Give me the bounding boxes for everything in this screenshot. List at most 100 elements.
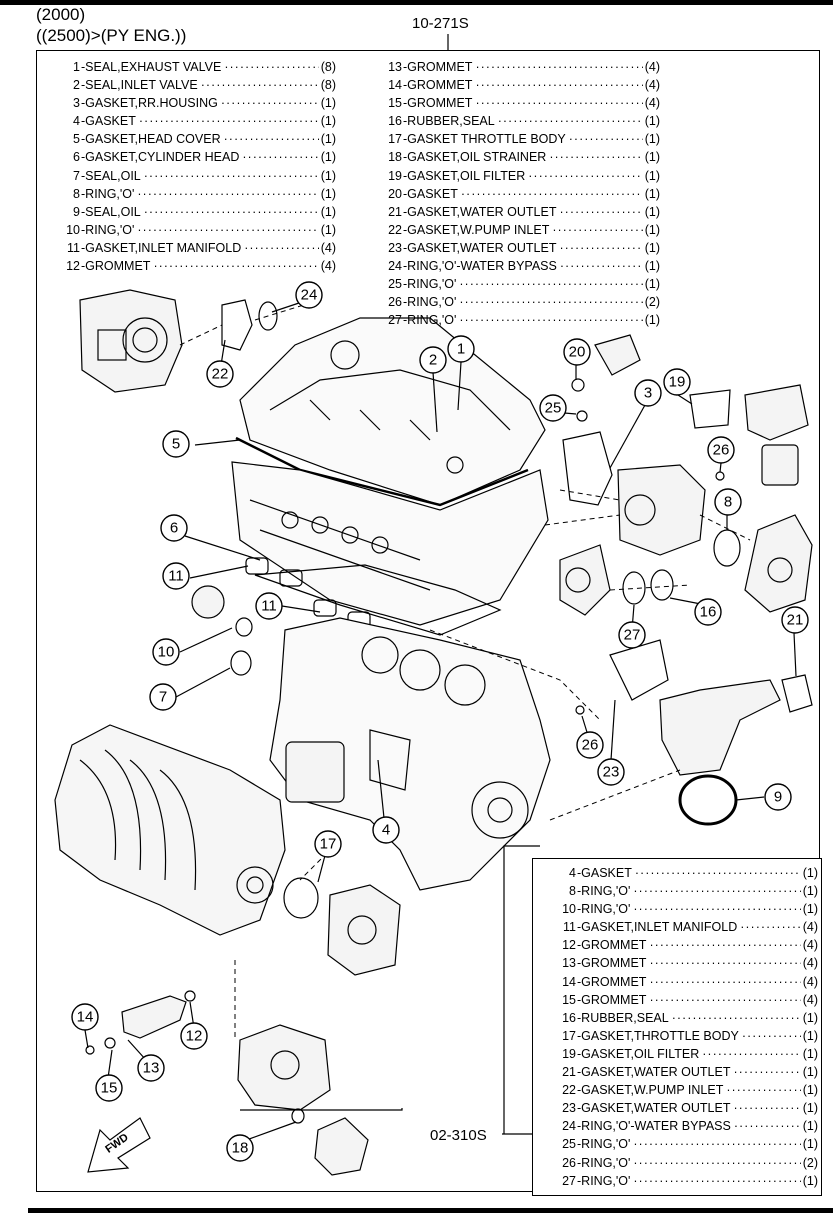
part-quantity: (1) (644, 259, 660, 274)
callout-15-label: 15 (101, 1080, 118, 1097)
part-reference-number: 21 (388, 204, 402, 219)
parts-list-row: 26-RING,'O'(2) (380, 293, 660, 311)
part-quantity: (1) (644, 168, 660, 183)
part-reference-number: 7 (73, 168, 80, 183)
part-reference-number: 15 (388, 96, 402, 111)
part-name: -GASKET,OIL FILTER (403, 168, 526, 183)
callout-8-label: 8 (724, 494, 732, 511)
forward-arrow-icon (87, 1117, 151, 1173)
top-border (0, 0, 833, 5)
parts-list-row: 22-GASKET,W.PUMP INLET(1) (540, 1081, 818, 1099)
callout-7-label: 7 (159, 689, 167, 706)
parts-list-row: 21-GASKET,WATER OUTLET(1) (380, 203, 660, 221)
callout-22: 22 (206, 360, 234, 388)
parts-list-row: 9-SEAL,OIL(1) (56, 203, 336, 221)
part-quantity: (4) (802, 956, 818, 971)
callout-9: 9 (764, 783, 792, 811)
part-quantity: (1) (802, 1173, 818, 1188)
part-quantity: (1) (320, 150, 336, 165)
part-reference-number: 4 (73, 114, 80, 129)
callout-5: 5 (162, 430, 190, 458)
callout-10: 10 (152, 638, 180, 666)
part-quantity: (1) (802, 1083, 818, 1098)
part-reference-number: 13 (562, 956, 576, 971)
throttle-body-lower-illustration (327, 884, 401, 976)
leader-dots (646, 991, 800, 1009)
leader-dots (456, 293, 642, 311)
parts-list-row: 15-GROMMET(4) (380, 94, 660, 112)
part-name: -GROMMET (577, 974, 647, 989)
callout-23-label: 23 (603, 764, 620, 781)
part-reference-number: 23 (388, 240, 402, 255)
leader-dots (198, 76, 319, 94)
gasket-22-illustration (221, 299, 253, 351)
callout-12: 12 (180, 1022, 208, 1050)
part-quantity: (1) (644, 186, 660, 201)
callout-26-lower: 26 (576, 731, 604, 759)
parts-list-row: 27-RING,'O'(1) (380, 311, 660, 329)
leader-dots (557, 203, 643, 221)
part-reference-number: 4 (569, 866, 576, 880)
callout-6-label: 6 (170, 520, 178, 537)
part-quantity: (1) (320, 168, 336, 183)
part-reference-number: 15 (562, 992, 576, 1007)
part-name: -GASKET (577, 866, 632, 880)
o-ring-26-lower-illustration (575, 705, 585, 715)
leader-dots (456, 275, 642, 293)
callout-14: 14 (71, 1003, 99, 1031)
part-reference-number: 1 (73, 60, 80, 74)
main-kit-frame (36, 50, 820, 1192)
part-quantity: (4) (802, 938, 818, 953)
part-name: -GASKET,WATER OUTLET (403, 240, 557, 255)
part-name: -GASKET (81, 114, 136, 129)
part-name: -RING,'O' (577, 1155, 631, 1170)
part-name: -SEAL,OIL (81, 204, 141, 219)
parts-list-row: 5-GASKET,HEAD COVER(1) (56, 130, 336, 148)
parts-list-row: 19-GASKET,OIL FILTER(1) (380, 167, 660, 185)
callout-12-label: 12 (186, 1028, 203, 1045)
parts-list-row: 23-GASKET,WATER OUTLET(1) (540, 1099, 818, 1117)
parts-list-row: 2-SEAL,INLET VALVE(8) (56, 76, 336, 94)
callout-1: 1 (447, 335, 475, 363)
part-quantity: (8) (320, 78, 336, 93)
callout-leader-lines (84, 299, 797, 1143)
part-reference-number: 16 (388, 114, 402, 129)
part-reference-number: 27 (562, 1173, 576, 1188)
callout-4: 4 (372, 816, 400, 844)
leader-dots (495, 112, 643, 130)
callout-21: 21 (781, 606, 809, 634)
part-name: -GASKET,CYLINDER HEAD (81, 150, 240, 165)
part-quantity: (1) (320, 204, 336, 219)
leader-dots (458, 185, 643, 203)
part-reference-number: 6 (73, 150, 80, 165)
part-name: -RING,'O' (577, 884, 631, 899)
parts-list-row: 11-GASKET,INLET MANIFOLD(4) (56, 239, 336, 257)
callout-24: 24 (295, 281, 323, 309)
parts-list-row: 26-RING,'O'(2) (540, 1154, 818, 1172)
leader-dots (557, 239, 643, 257)
parts-list-row: 21-GASKET,WATER OUTLET(1) (540, 1063, 818, 1081)
parts-list-row: 10-RING,'O'(1) (540, 900, 818, 918)
part-reference-number: 23 (562, 1101, 576, 1116)
callout-11-lower: 11 (255, 592, 283, 620)
leader-dots (549, 221, 642, 239)
part-name: -GROMMET (403, 78, 473, 93)
leader-dots (136, 112, 319, 130)
water-outlet-gasket-23-illustration (609, 639, 669, 701)
parts-list-row: 10-RING,'O'(1) (56, 221, 336, 239)
callout-15: 15 (95, 1074, 123, 1102)
leader-dots (646, 973, 800, 991)
part-reference-number: 3 (73, 96, 80, 111)
callout-16: 16 (694, 598, 722, 626)
part-reference-number: 25 (562, 1137, 576, 1152)
part-reference-number: 14 (562, 974, 576, 989)
callout-27-label: 27 (624, 627, 641, 644)
leader-dots (566, 130, 643, 148)
leader-dots (134, 185, 318, 203)
part-reference-number: 17 (388, 132, 402, 147)
callout-1-label: 1 (457, 341, 465, 358)
cylinder-head-cover-illustration (239, 317, 546, 506)
part-quantity: (1) (320, 114, 336, 129)
leader-dots (699, 1045, 800, 1063)
part-name: -RING,'O' (81, 222, 135, 237)
